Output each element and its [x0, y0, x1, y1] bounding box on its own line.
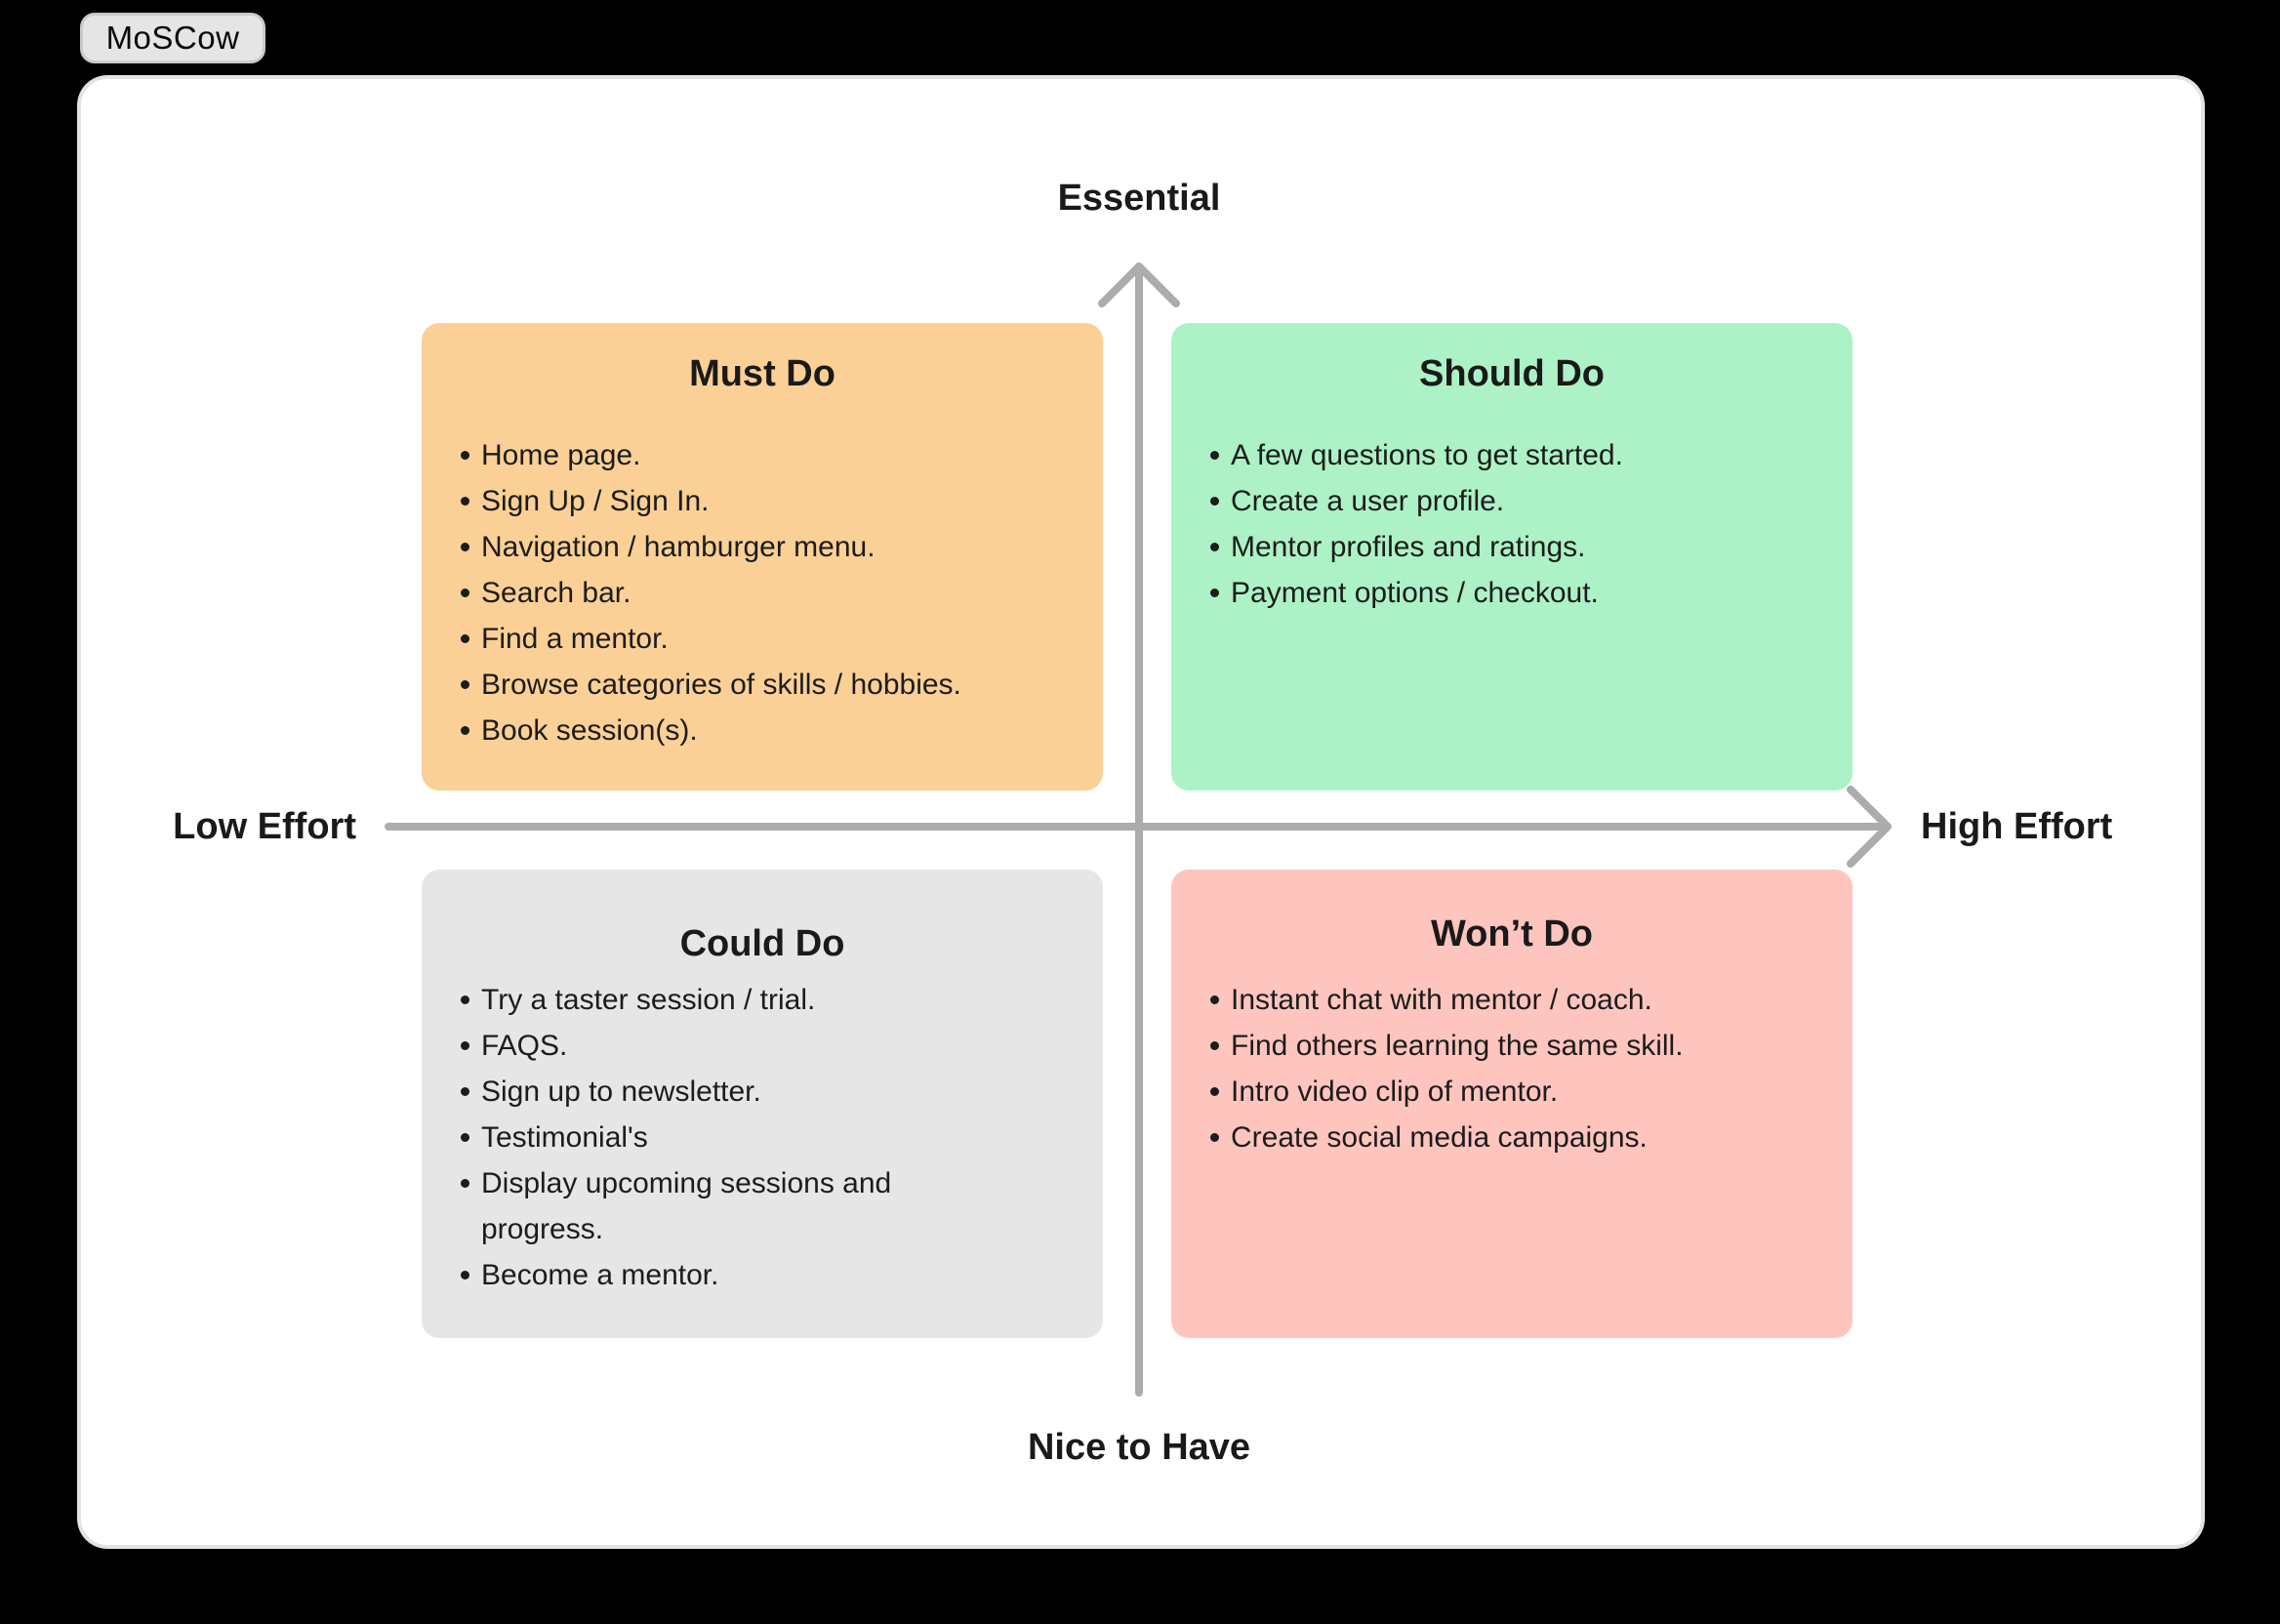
quadrant-title: Should Do — [1419, 353, 1605, 394]
axis-label-low-effort: Low Effort — [173, 806, 356, 847]
quadrant-wont-do[interactable]: Won’t Do Instant chat with mentor / coac… — [1171, 870, 1852, 1338]
axes — [385, 263, 1892, 1397]
quadrant-must-do[interactable]: Must Do Home page.Sign Up / Sign In.Navi… — [422, 323, 1103, 791]
list-item: Find a mentor. — [422, 616, 1103, 662]
list-item: Display upcoming sessions and progress. — [422, 1160, 968, 1252]
list-item: Try a taster session / trial. — [422, 977, 968, 1023]
list-item: A few questions to get started. — [1171, 432, 1852, 478]
list-item: Search bar. — [422, 570, 1103, 616]
quadrant-title: Must Do — [689, 353, 835, 394]
list-item: Become a mentor. — [422, 1252, 968, 1298]
list-item: Instant chat with mentor / coach. — [1171, 977, 1852, 1023]
list-item: Sign Up / Sign In. — [422, 478, 1103, 524]
list-item: FAQS. — [422, 1023, 968, 1069]
list-item: Browse categories of skills / hobbies. — [422, 662, 1103, 708]
list-item: Testimonial's — [422, 1115, 968, 1160]
list-item: Create a user profile. — [1171, 478, 1852, 524]
quadrant-list: Try a taster session / trial.FAQS.Sign u… — [422, 977, 968, 1298]
list-item: Create social media campaigns. — [1171, 1115, 1852, 1160]
list-item: Navigation / hamburger menu. — [422, 524, 1103, 570]
list-item: Find others learning the same skill. — [1171, 1023, 1852, 1069]
axis-label-essential: Essential — [1057, 178, 1221, 219]
list-item: Payment options / checkout. — [1171, 570, 1852, 616]
quadrant-title: Could Do — [679, 923, 845, 964]
right-arrowhead-icon — [1847, 786, 1892, 868]
list-item: Home page. — [422, 432, 1103, 478]
axis-label-high-effort: High Effort — [1921, 806, 2113, 847]
list-item: Intro video clip of mentor. — [1171, 1069, 1852, 1115]
list-item: Sign up to newsletter. — [422, 1069, 968, 1115]
quadrant-should-do[interactable]: Should Do A few questions to get started… — [1171, 323, 1852, 791]
up-arrowhead-icon — [1098, 263, 1180, 307]
canvas: Essential Nice to Have Low Effort High E… — [81, 79, 2201, 1545]
quadrant-could-do[interactable]: Could Do Try a taster session / trial.FA… — [422, 870, 1103, 1338]
quadrant-list: Instant chat with mentor / coach.Find ot… — [1171, 977, 1852, 1160]
moscow-tab[interactable]: MoSCow — [80, 13, 265, 63]
list-item: Book session(s). — [422, 708, 1103, 753]
list-item: Mentor profiles and ratings. — [1171, 524, 1852, 570]
axis-label-nice-to-have: Nice to Have — [1027, 1427, 1251, 1468]
quadrant-title: Won’t Do — [1430, 914, 1594, 954]
quadrant-list: Home page.Sign Up / Sign In.Navigation /… — [422, 432, 1103, 753]
quadrant-list: A few questions to get started.Create a … — [1171, 432, 1852, 616]
